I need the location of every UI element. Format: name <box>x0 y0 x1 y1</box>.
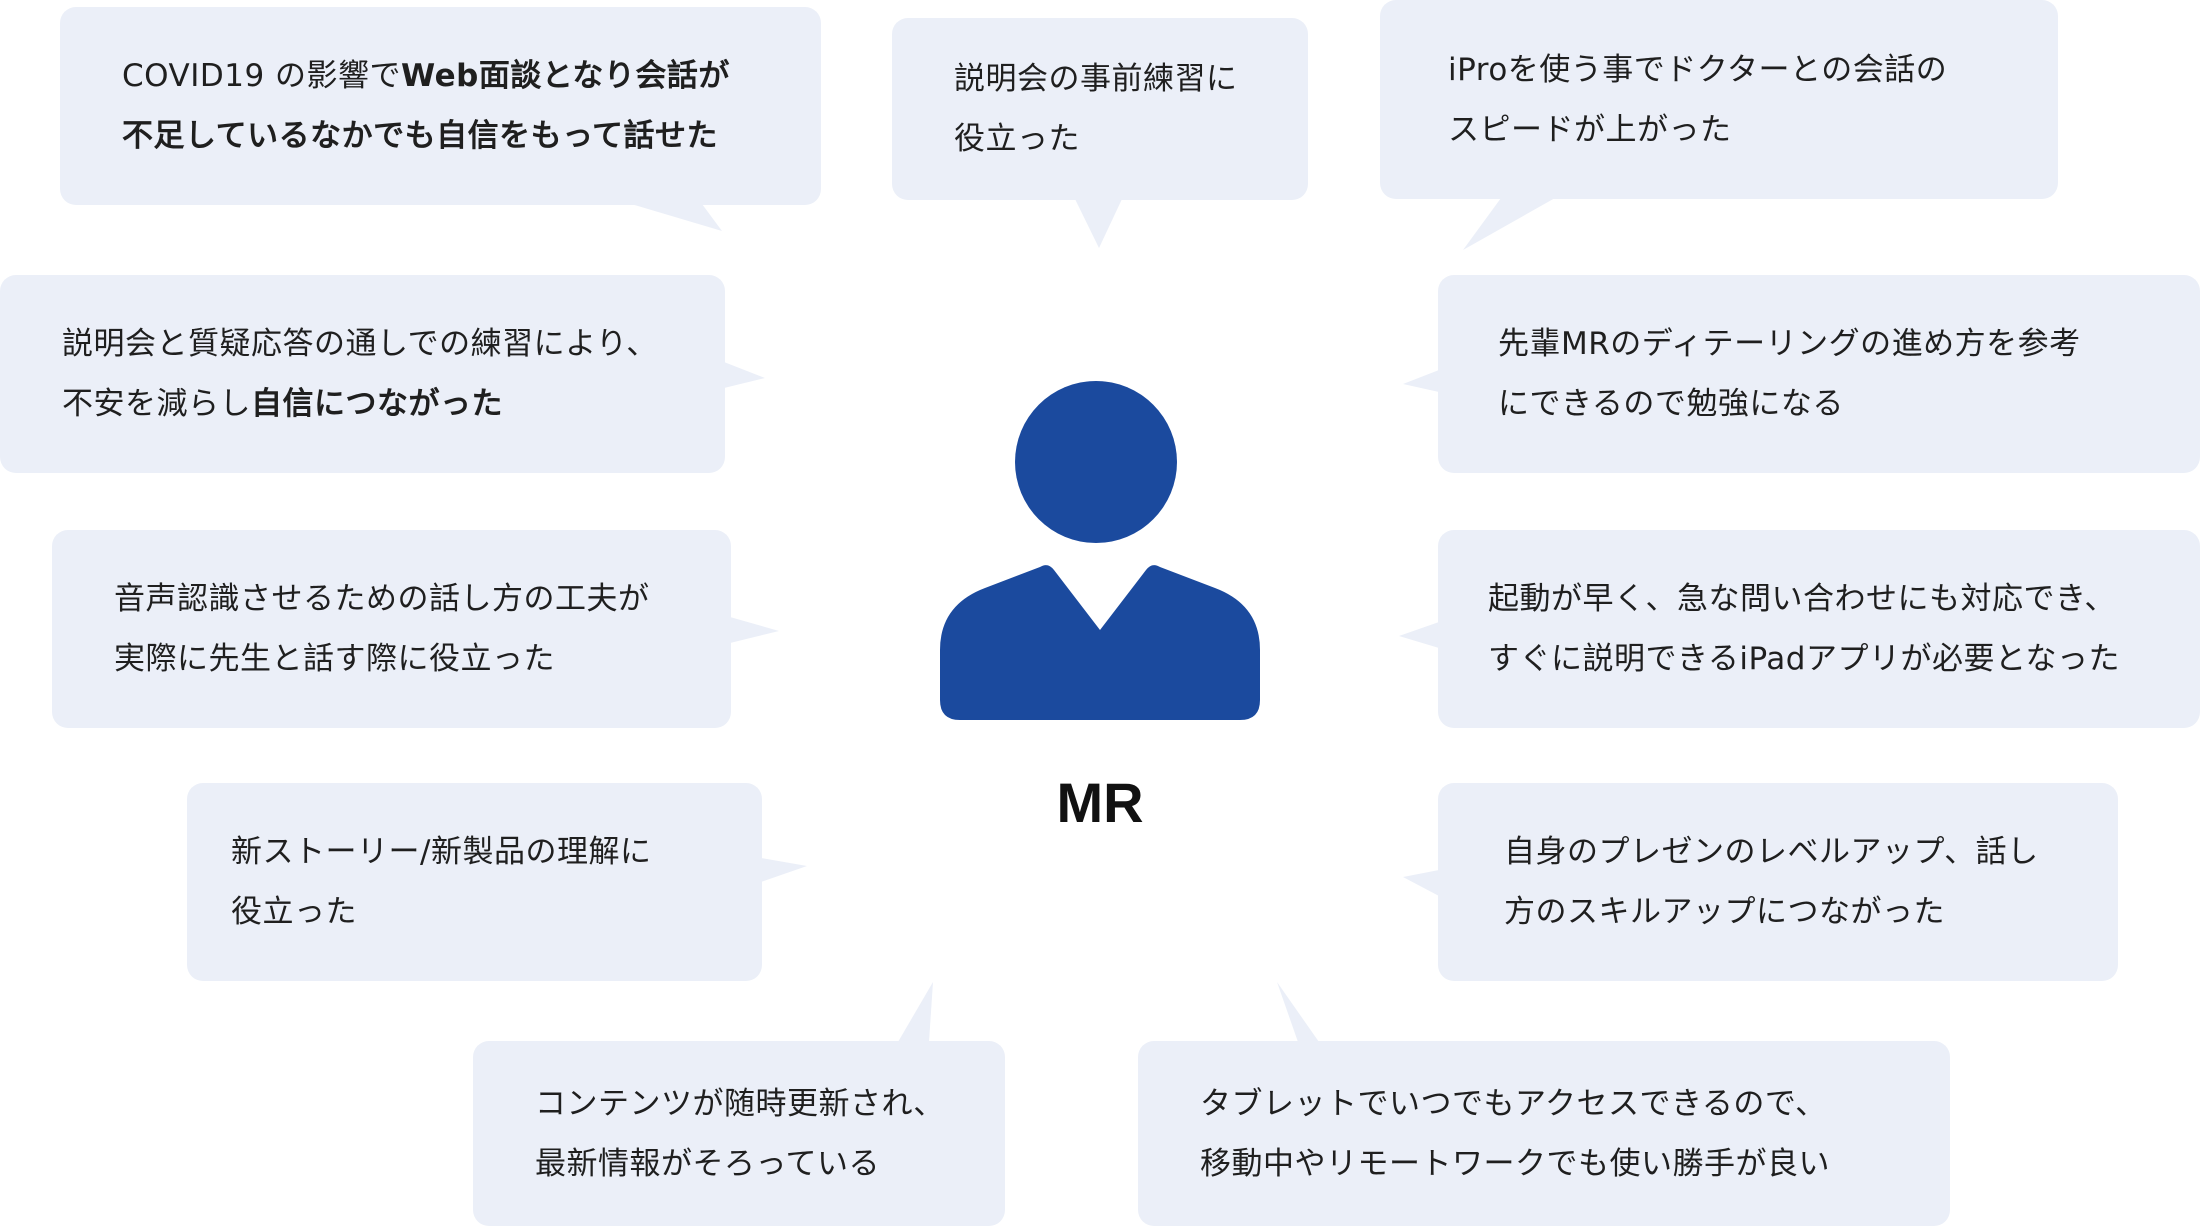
bubble-line: 方のスキルアップにつながった <box>1504 882 2039 942</box>
bubble-line: 役立った <box>954 109 1238 169</box>
speech-bubble: 説明会と質疑応答の通しでの練習により、不安を減らし自信につながった <box>0 275 725 473</box>
bubble-text: 起動が早く、急な問い合わせにも対応でき、すぐに説明できるiPadアプリが必要とな… <box>1488 569 2120 689</box>
bubble-line: 先輩MRのディテーリングの進め方を参考 <box>1498 314 2081 374</box>
bubble-tail <box>1075 199 1122 248</box>
text-segment: コンテンツが随時更新され、 <box>535 1085 945 1122</box>
bold-text-segment: 不足しているなかでも自信をもって話せた <box>122 118 719 154</box>
center-label: MR <box>1056 771 1144 834</box>
text-segment: 最新情報がそろっている <box>535 1145 880 1182</box>
speech-bubble: iProを使う事でドクターとの会話のスピードが上がった <box>1380 0 2058 199</box>
bubble-line: 実際に先生と話す際に役立った <box>114 629 650 689</box>
speech-bubble: コンテンツが随時更新され、最新情報がそろっている <box>473 1041 1005 1226</box>
speech-bubble: 先輩MRのディテーリングの進め方を参考にできるので勉強になる <box>1438 275 2200 473</box>
text-segment: iProを使う事でドクターとの会話の <box>1448 51 1948 88</box>
text-segment: すぐに説明できるiPadアプリが必要となった <box>1488 641 2121 677</box>
bubble-line: スピードが上がった <box>1448 100 1947 160</box>
bubble-line: 説明会と質疑応答の通しでの練習により、 <box>62 314 658 374</box>
bubble-line: 移動中やリモートワークでも使い勝手が良い <box>1200 1134 1830 1194</box>
bold-text-segment: 自信につながった <box>251 386 503 422</box>
bubble-line: 不安を減らし自信につながった <box>62 374 658 434</box>
bubble-text: 先輩MRのディテーリングの進め方を参考にできるので勉強になる <box>1498 314 2081 434</box>
text-segment: 移動中やリモートワークでも使い勝手が良い <box>1200 1145 1830 1182</box>
bubble-line: コンテンツが随時更新され、 <box>535 1074 945 1134</box>
text-segment: 不安を減らし <box>62 386 251 422</box>
bubble-line: iProを使う事でドクターとの会話の <box>1448 40 1947 100</box>
text-segment: 役立った <box>231 894 357 930</box>
bubble-line: 起動が早く、急な問い合わせにも対応でき、 <box>1488 569 2120 629</box>
bubble-text: 新ストーリー/新製品の理解に役立った <box>231 822 651 942</box>
bubble-line: 不足しているなかでも自信をもって話せた <box>122 106 730 166</box>
bubble-text: iProを使う事でドクターとの会話のスピードが上がった <box>1448 40 1947 160</box>
speech-bubble: タブレットでいつでもアクセスできるので、移動中やリモートワークでも使い勝手が良い <box>1138 1041 1950 1226</box>
bubble-line: すぐに説明できるiPadアプリが必要となった <box>1488 629 2120 689</box>
text-segment: 新ストーリー/新製品の理解に <box>231 834 652 870</box>
bold-text-segment: Web面談となり会話が <box>401 58 730 94</box>
bubble-line: COVID19 の影響でWeb面談となり会話が <box>122 46 730 106</box>
text-segment: COVID19 の影響で <box>122 58 402 94</box>
text-segment: スピードが上がった <box>1448 111 1732 148</box>
bubble-tail <box>1403 370 1439 392</box>
speech-bubble: 自身のプレゼンのレベルアップ、話し方のスキルアップにつながった <box>1438 783 2118 981</box>
text-segment: 実際に先生と話す際に役立った <box>114 641 555 677</box>
bubble-text: 自身のプレゼンのレベルアップ、話し方のスキルアップにつながった <box>1504 822 2039 942</box>
text-segment: タブレットでいつでもアクセスできるので、 <box>1200 1085 1827 1122</box>
speech-bubble: COVID19 の影響でWeb面談となり会話が不足しているなかでも自信をもって話… <box>60 7 821 205</box>
speech-bubble: 新ストーリー/新製品の理解に役立った <box>187 783 762 981</box>
speech-bubble: 音声認識させるための話し方の工夫が実際に先生と話す際に役立った <box>52 530 731 728</box>
bubble-line: にできるので勉強になる <box>1498 374 2081 434</box>
text-segment: 役立った <box>954 121 1080 157</box>
text-segment: 起動が早く、急な問い合わせにも対応でき、 <box>1488 581 2116 617</box>
bubble-text: 音声認識させるための話し方の工夫が実際に先生と話す際に役立った <box>114 569 650 689</box>
bubble-tail <box>1403 870 1439 896</box>
person-head <box>1015 381 1177 543</box>
text-segment: 方のスキルアップにつながった <box>1504 894 1945 930</box>
bubble-text: コンテンツが随時更新され、最新情報がそろっている <box>535 1074 945 1194</box>
bubble-tail <box>1277 982 1319 1042</box>
text-segment: 説明会の事前練習に <box>954 61 1238 97</box>
bubble-tail <box>724 362 765 388</box>
text-segment: にできるので勉強になる <box>1498 386 1844 422</box>
bubble-tail <box>761 858 807 882</box>
text-segment: 説明会と質疑応答の通しでの練習により、 <box>62 326 658 362</box>
bubble-tail <box>898 982 933 1042</box>
person-body <box>940 565 1260 720</box>
speech-bubble: 説明会の事前練習に役立った <box>892 18 1308 200</box>
bubble-line: 役立った <box>231 882 651 942</box>
bubble-tail <box>631 204 722 231</box>
text-segment: 自身のプレゼンのレベルアップ、話し <box>1504 834 2039 870</box>
bubble-text: 説明会と質疑応答の通しでの練習により、不安を減らし自信につながった <box>62 314 658 434</box>
bubble-line: 自身のプレゼンのレベルアップ、話し <box>1504 822 2039 882</box>
bubble-tail <box>1399 622 1439 648</box>
speech-bubble: 起動が早く、急な問い合わせにも対応でき、すぐに説明できるiPadアプリが必要とな… <box>1438 530 2200 728</box>
bubble-text: タブレットでいつでもアクセスできるので、移動中やリモートワークでも使い勝手が良い <box>1200 1074 1830 1194</box>
bubble-line: タブレットでいつでもアクセスできるので、 <box>1200 1074 1830 1134</box>
bubble-text: 説明会の事前練習に役立った <box>954 49 1238 169</box>
bubble-line: 音声認識させるための話し方の工夫が <box>114 569 650 629</box>
bubble-line: 新ストーリー/新製品の理解に <box>231 822 651 882</box>
text-segment: 音声認識させるための話し方の工夫が <box>114 581 650 617</box>
bubble-tail <box>730 617 779 643</box>
bubble-line: 説明会の事前練習に <box>954 49 1238 109</box>
text-segment: 先輩MRのディテーリングの進め方を参考 <box>1498 326 2081 362</box>
bubble-line: 最新情報がそろっている <box>535 1134 945 1194</box>
bubble-text: COVID19 の影響でWeb面談となり会話が不足しているなかでも自信をもって話… <box>122 46 730 166</box>
bubble-tail <box>1463 198 1555 250</box>
